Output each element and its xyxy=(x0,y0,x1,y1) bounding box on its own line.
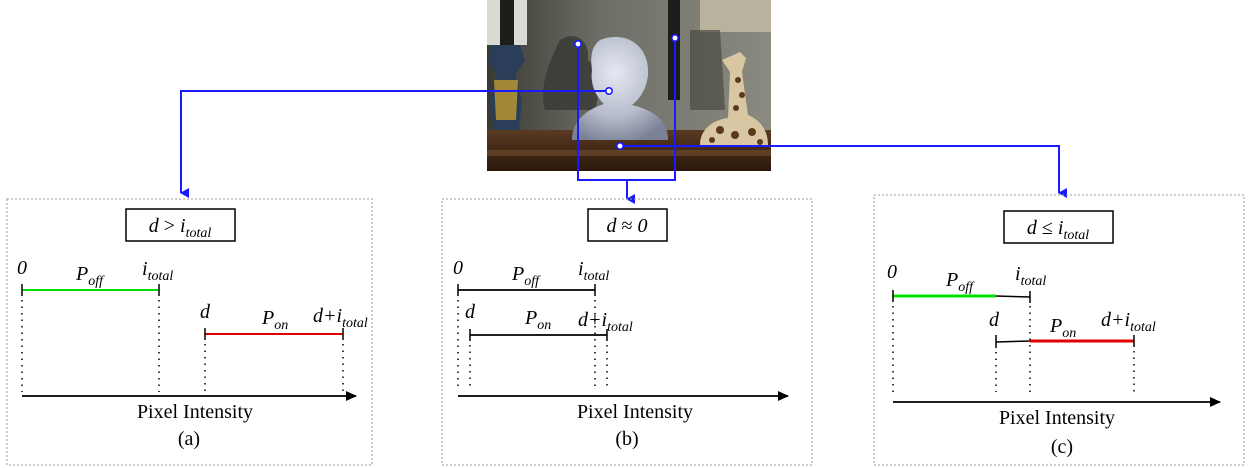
label-i-total: itotal xyxy=(1015,263,1046,289)
axis-label: Pixel Intensity xyxy=(999,407,1115,429)
condition-a: d > itotal xyxy=(149,215,212,241)
sample-point-shadow-right xyxy=(670,33,679,42)
condition-box-c xyxy=(1003,210,1114,244)
p-off-overlap xyxy=(995,295,1031,298)
panel-a xyxy=(6,198,373,466)
condition-c: d ≤ itotal xyxy=(1027,217,1089,243)
label-zero: 0 xyxy=(887,261,897,283)
label-i-total: itotal xyxy=(142,258,173,284)
panel-c xyxy=(873,194,1245,466)
condition-box-a xyxy=(125,208,236,242)
leader-lines xyxy=(180,38,1067,204)
label-d-plus-i: d+itotal xyxy=(1101,309,1156,335)
condition-box-b xyxy=(587,208,668,242)
panel-c-content: 0 Poff itotal d Pon d+itotal Pixel Inten… xyxy=(887,261,1221,458)
label-p-on: Pon xyxy=(261,307,288,333)
label-i-total: itotal xyxy=(578,258,609,284)
p-on-overlap xyxy=(995,340,1031,343)
sample-points xyxy=(573,33,679,151)
label-p-off: Poff xyxy=(945,269,975,295)
leader-line-c xyxy=(620,145,1067,198)
axis-label: Pixel Intensity xyxy=(577,401,693,423)
label-d: d xyxy=(200,301,211,323)
label-p-off: Poff xyxy=(511,263,541,289)
panel-b xyxy=(441,198,813,466)
sample-point-table xyxy=(615,142,624,151)
label-d: d xyxy=(989,309,1000,331)
panel-b-content: 0 Poff itotal d Pon d+itotal Pixel Inten… xyxy=(453,257,789,450)
panel-a-content: 0 Poff itotal d Pon d+itotal Pixel Inten… xyxy=(17,257,368,450)
axis-label: Pixel Intensity xyxy=(137,401,253,423)
label-p-on: Pon xyxy=(524,307,551,333)
leader-line-b-right xyxy=(627,38,676,181)
label-zero: 0 xyxy=(453,257,463,279)
label-p-on: Pon xyxy=(1049,315,1076,341)
sample-point-bust xyxy=(604,87,613,96)
leader-line-b-left xyxy=(577,44,627,181)
condition-b: d ≈ 0 xyxy=(607,215,648,237)
label-d-plus-i: d+itotal xyxy=(578,309,633,335)
label-d-plus-i: d+itotal xyxy=(313,305,368,331)
panel-caption: (c) xyxy=(1051,436,1073,458)
panel-caption: (a) xyxy=(178,428,200,450)
panel-caption: (b) xyxy=(615,428,638,450)
label-d: d xyxy=(465,301,476,323)
sample-point-shadow-left xyxy=(573,39,582,48)
label-zero: 0 xyxy=(17,257,27,279)
label-p-off: Poff xyxy=(75,263,105,289)
leader-line-a xyxy=(180,90,609,198)
